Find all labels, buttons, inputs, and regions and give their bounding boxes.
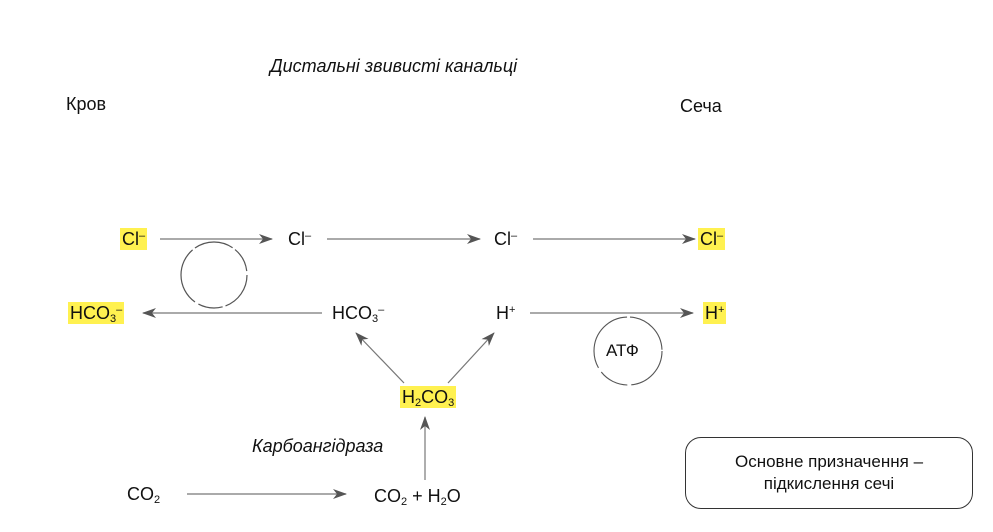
blood-label: Кров [66, 94, 107, 114]
carbonic-acid: H2CO3 [400, 386, 457, 409]
note-box: Основне призначення – підкислення сечі [685, 437, 973, 509]
arrow-h2co3-to-h [447, 332, 495, 384]
cl-ion-urine: Cl– [698, 228, 726, 250]
atp-label: АТФ [606, 341, 639, 360]
arrow-h2co3-to-hco3 [355, 332, 405, 384]
antiporter-circle [180, 241, 248, 309]
atp-pump-circle [593, 316, 663, 386]
cl-ion-cell-apical: Cl– [494, 229, 518, 249]
h-ion-urine: H+ [703, 302, 727, 324]
hco3-ion-blood: HCO3– [68, 302, 125, 325]
urine-label: Сеча [680, 96, 722, 116]
co2-blood: CO2 [127, 484, 161, 506]
co2-plus-water: CO2 + H2O [374, 486, 461, 508]
note-line-2: підкислення сечі [763, 474, 895, 493]
cl-ion-cell-basolateral: Cl– [288, 229, 312, 249]
diagram-title: Дистальні звивисті канальці [270, 56, 518, 76]
h-ion-cell: H+ [496, 303, 516, 323]
note-line-1: Основне призначення – [734, 452, 924, 471]
hco3-ion-cell: HCO3– [332, 303, 385, 325]
cl-ion-blood: Cl– [120, 228, 148, 250]
enzyme-label: Карбоангідраза [252, 436, 384, 456]
